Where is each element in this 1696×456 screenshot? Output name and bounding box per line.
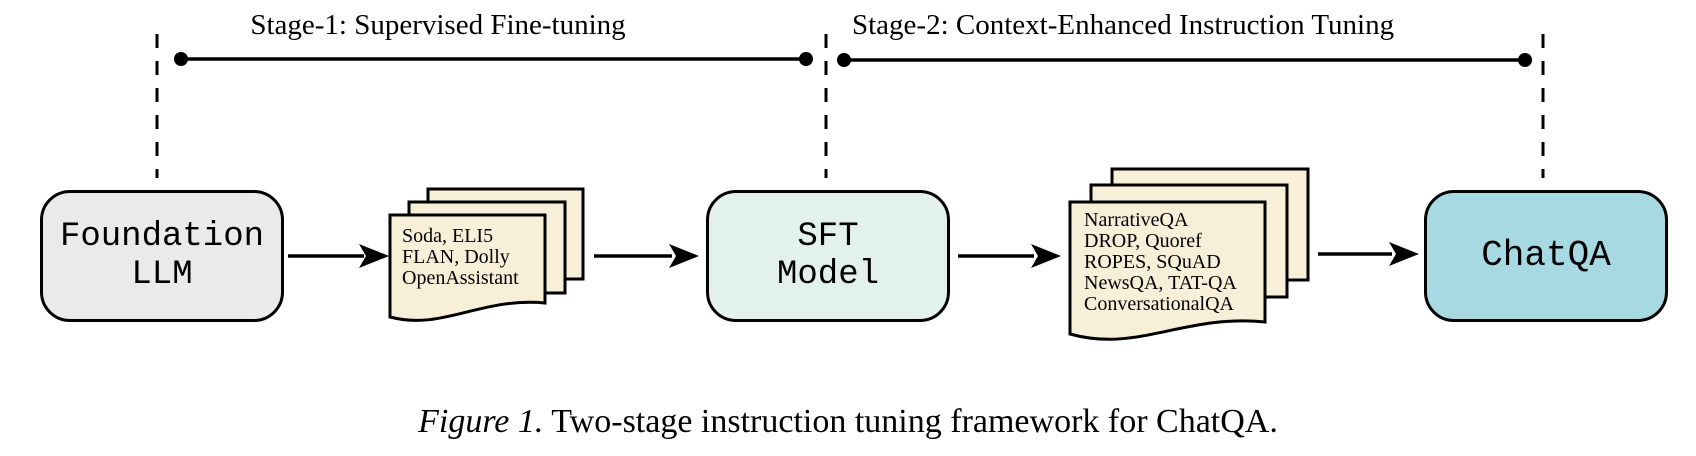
arrow-sft-to-datasets2 xyxy=(958,244,1061,268)
stage1-bracket xyxy=(174,52,813,66)
dataset-line: NewsQA, TAT-QA xyxy=(1084,272,1237,294)
stage1-bracket-dot-right xyxy=(799,52,813,66)
stage1-label: Stage-1: Supervised Fine-tuning xyxy=(250,9,626,41)
sft-model-node: SFT Model xyxy=(706,190,950,322)
stage2-document-stack xyxy=(1068,167,1310,341)
stage2-bracket-dot-left xyxy=(837,53,851,67)
chatqa-label: ChatQA xyxy=(1481,235,1611,276)
stage2-dataset-list: NarrativeQA DROP, Quoref ROPES, SQuAD Ne… xyxy=(1084,210,1237,315)
arrow-datasets2-to-chatqa xyxy=(1318,242,1419,266)
document-page-front xyxy=(388,213,547,322)
dataset-line: DROP, Quoref xyxy=(1084,230,1202,252)
stage2-bracket-dot-right xyxy=(1518,53,1532,67)
dataset-line: OpenAssistant xyxy=(402,267,519,289)
dataset-line: ConversationalQA xyxy=(1084,293,1234,315)
arrow-datasets1-to-sft xyxy=(594,244,699,268)
chatqa-node: ChatQA xyxy=(1424,190,1668,322)
foundation-llm-node: Foundation LLM xyxy=(40,190,284,322)
document-page-front xyxy=(1068,200,1267,341)
stage2-bracket xyxy=(837,53,1532,67)
caption-figure-number: Figure 1. xyxy=(418,403,544,440)
stage2-label: Stage-2: Context-Enhanced Instruction Tu… xyxy=(852,9,1395,41)
stage1-bracket-dot-left xyxy=(174,52,188,66)
dataset-line: NarrativeQA xyxy=(1084,209,1189,231)
foundation-llm-label-line2: LLM xyxy=(131,256,193,294)
dataset-line: Soda, ELI5 xyxy=(402,225,494,247)
stage1-dataset-list: Soda, ELI5 FLAN, Dolly OpenAssistant xyxy=(402,226,519,289)
stage1-document-stack xyxy=(388,187,585,322)
caption-text: Two-stage instruction tuning framework f… xyxy=(543,403,1278,440)
dataset-line: ROPES, SQuAD xyxy=(1084,251,1221,273)
figure-caption: Figure 1. Two-stage instruction tuning f… xyxy=(0,402,1696,442)
foundation-llm-label-line1: Foundation xyxy=(59,218,265,256)
dataset-line: FLAN, Dolly xyxy=(402,246,510,268)
arrow-foundation-to-datasets1 xyxy=(288,244,389,268)
sft-model-label-line1: SFT xyxy=(797,218,859,256)
sft-model-label-line2: Model xyxy=(776,256,880,294)
